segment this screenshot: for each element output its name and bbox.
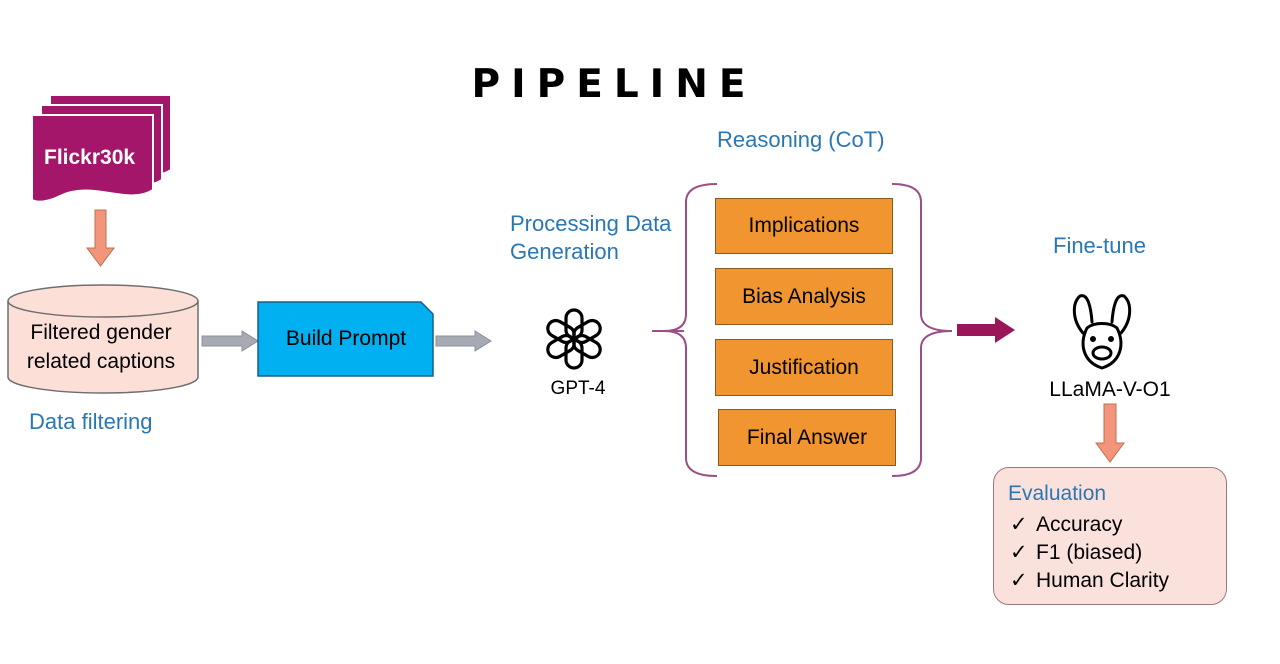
arrow-source-to-filter (86, 209, 115, 267)
right-brace (891, 183, 953, 477)
evaluation-title: Evaluation (1008, 482, 1107, 505)
document-stack-icon (31, 94, 172, 203)
left-brace (663, 183, 718, 477)
step-bias-analysis: Bias Analysis (715, 268, 893, 325)
llama-icon (1072, 294, 1132, 370)
checkmark-icon: ✓ (1010, 541, 1028, 564)
metric-label: F1 (biased) (1036, 541, 1143, 564)
step-final-answer: Final Answer (718, 409, 896, 466)
fine-tune-label: Fine-tune (1053, 233, 1146, 258)
metric-item: ✓ Accuracy (1010, 512, 1122, 537)
processing-data-label-line2: Generation (510, 239, 619, 264)
arrow-filter-to-prompt (201, 330, 259, 352)
build-prompt-label: Build Prompt (285, 327, 407, 350)
processing-data-label-line1: Processing Data (510, 211, 672, 236)
arrow-finetune-to-evaluation (1095, 403, 1125, 463)
arrow-prompt-to-gpt (435, 330, 492, 352)
evaluation-box (993, 467, 1227, 605)
step-justification: Justification (715, 339, 893, 396)
filtered-captions-label: Filtered gender related captions (10, 318, 192, 376)
openai-logo-icon (546, 308, 602, 370)
reasoning-label: Reasoning (CoT) (717, 127, 885, 152)
arrow-reasoning-to-finetune (957, 317, 1015, 343)
filtered-captions-line1: Filtered gender (30, 321, 172, 344)
document-icon (257, 301, 434, 377)
metric-item: ✓ Human Clarity (1010, 568, 1169, 593)
page-title: PIPELINE (471, 62, 757, 107)
metric-item: ✓ F1 (biased) (1010, 540, 1142, 565)
source-label: Flickr30k (44, 146, 136, 169)
llama-model-label: LLaMA-V-O1 (1049, 378, 1171, 401)
checkmark-icon: ✓ (1010, 513, 1028, 536)
filtered-captions-line2: related captions (26, 350, 176, 373)
metric-label: Human Clarity (1036, 569, 1170, 592)
database-cylinder-icon (7, 284, 199, 394)
checkmark-icon: ✓ (1010, 569, 1028, 592)
metric-label: Accuracy (1036, 513, 1123, 536)
gpt-model-label: GPT-4 (550, 378, 606, 399)
step-implications: Implications (715, 198, 893, 254)
data-filtering-label: Data filtering (29, 409, 153, 434)
